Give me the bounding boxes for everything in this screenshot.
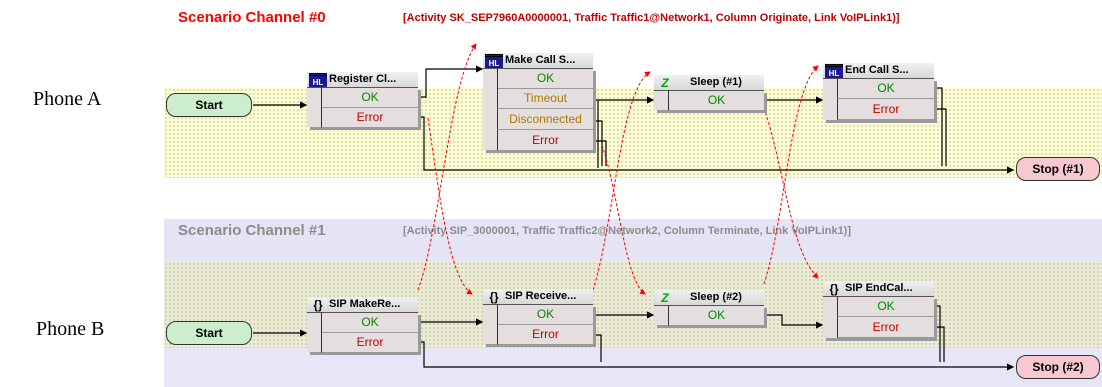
sip-end-call-node[interactable]: {} SIP EndCal... OK Error [823, 281, 934, 338]
make-call-port-timeout[interactable]: Timeout [497, 88, 593, 109]
sleep2-header: Z Sleep (#2) [654, 290, 764, 306]
make-call-port-disconnected[interactable]: Disconnected [497, 109, 593, 130]
sip-make-port-ok[interactable]: OK [321, 312, 418, 333]
channel0-title: Scenario Channel #0 [178, 9, 326, 26]
sip-receive-header: {} SIP Receive... [483, 289, 593, 305]
end-call-title: End Call S... [845, 64, 909, 76]
sip-end-call-title: SIP EndCal... [845, 282, 913, 294]
sip-end-call-port-ok[interactable]: OK [837, 296, 934, 317]
wire-endcall-error-stop [934, 108, 947, 166]
hl-phone-icon: HL [485, 54, 503, 68]
sip-make-port-error[interactable]: Error [321, 332, 418, 353]
wire-sipmake-error-stop [418, 341, 1015, 371]
register-port-error[interactable]: Error [321, 107, 418, 128]
sip-receive-title: SIP Receive... [505, 290, 577, 302]
sync-link-2 [427, 117, 473, 295]
register-client-node[interactable]: HL Register Cl... OK Error [307, 72, 418, 128]
hl-phone-icon: HL [309, 73, 327, 87]
sleep1-title: Sleep (#1) [690, 76, 742, 88]
sleep2-port-ok[interactable]: OK [668, 305, 764, 326]
register-port-ok[interactable]: OK [321, 87, 418, 108]
sip-end-call-port-error[interactable]: Error [837, 317, 934, 338]
channel1-start[interactable]: Start [166, 321, 252, 345]
make-call-node[interactable]: HL Make Call S... OK Timeout Disconnecte… [483, 53, 593, 151]
wire-makecall-error-stop [593, 140, 607, 166]
phone-a-label: Phone A [33, 88, 102, 110]
make-call-port-ok[interactable]: OK [497, 68, 593, 89]
sleep-icon: Z [661, 291, 669, 305]
sync-link-6 [763, 107, 819, 279]
wire-endcall-ok-stop [934, 87, 943, 166]
sip-braces-icon: {} [489, 290, 499, 304]
sync-link-5 [763, 65, 819, 285]
wire-disconnected-stop [593, 120, 603, 166]
sip-end-call-header: {} SIP EndCal... [823, 281, 934, 297]
wire-register-makecall [418, 65, 484, 98]
sync-link-1 [417, 43, 477, 291]
sip-braces-icon: {} [313, 298, 323, 312]
make-call-port-error[interactable]: Error [497, 130, 593, 151]
sleep-icon: Z [661, 76, 669, 90]
end-call-port-ok[interactable]: OK [837, 78, 934, 99]
wire-sleep-sipend [764, 314, 824, 329]
channel1-stop[interactable]: Stop (#2) [1016, 355, 1100, 379]
sip-receive-port-ok[interactable]: OK [497, 304, 593, 325]
sleep1-node[interactable]: Z Sleep (#1) OK [654, 75, 764, 111]
phone-b-label: Phone B [36, 318, 105, 340]
sip-make-request-header: {} SIP MakeRe... [307, 297, 418, 313]
wire-sipend-ok-stop [934, 305, 941, 362]
end-call-node[interactable]: HL End Call S... OK Error [823, 63, 934, 120]
sip-receive-node[interactable]: {} SIP Receive... OK Error [483, 289, 593, 345]
make-call-title: Make Call S... [505, 54, 576, 66]
channel0-start[interactable]: Start [166, 93, 252, 117]
end-call-port-error[interactable]: Error [837, 99, 934, 120]
sync-link-3 [592, 71, 651, 291]
end-call-header: HL End Call S... [823, 63, 934, 79]
hl-phone-icon: HL [825, 64, 843, 78]
sync-link-4 [601, 144, 646, 295]
register-client-title: Register Cl... [329, 73, 397, 85]
sleep2-title: Sleep (#2) [690, 291, 742, 303]
sip-make-request-node[interactable]: {} SIP MakeRe... OK Error [307, 297, 418, 353]
sleep2-node[interactable]: Z Sleep (#2) OK [654, 290, 764, 326]
channel0-stop[interactable]: Stop (#1) [1016, 157, 1100, 181]
channel0-info: [Activity SK_SEP7960A0000001, Traffic Tr… [403, 12, 900, 24]
sip-make-request-title: SIP MakeRe... [329, 298, 401, 310]
sip-braces-icon: {} [829, 282, 839, 296]
channel1-title: Scenario Channel #1 [178, 222, 326, 239]
wire-register-error-stop [418, 116, 1015, 174]
wire-sipreceive-error-stop [593, 334, 602, 362]
channel1-header-band [164, 219, 1102, 259]
sleep1-port-ok[interactable]: OK [668, 90, 764, 111]
sip-receive-port-error[interactable]: Error [497, 324, 593, 345]
sleep1-header: Z Sleep (#1) [654, 75, 764, 91]
register-client-header: HL Register Cl... [307, 72, 418, 88]
wire-sipend-error-stop [934, 326, 945, 362]
make-call-header: HL Make Call S... [483, 53, 593, 69]
channel1-info: [Activity SIP_3000001, Traffic Traffic2@… [403, 225, 852, 237]
